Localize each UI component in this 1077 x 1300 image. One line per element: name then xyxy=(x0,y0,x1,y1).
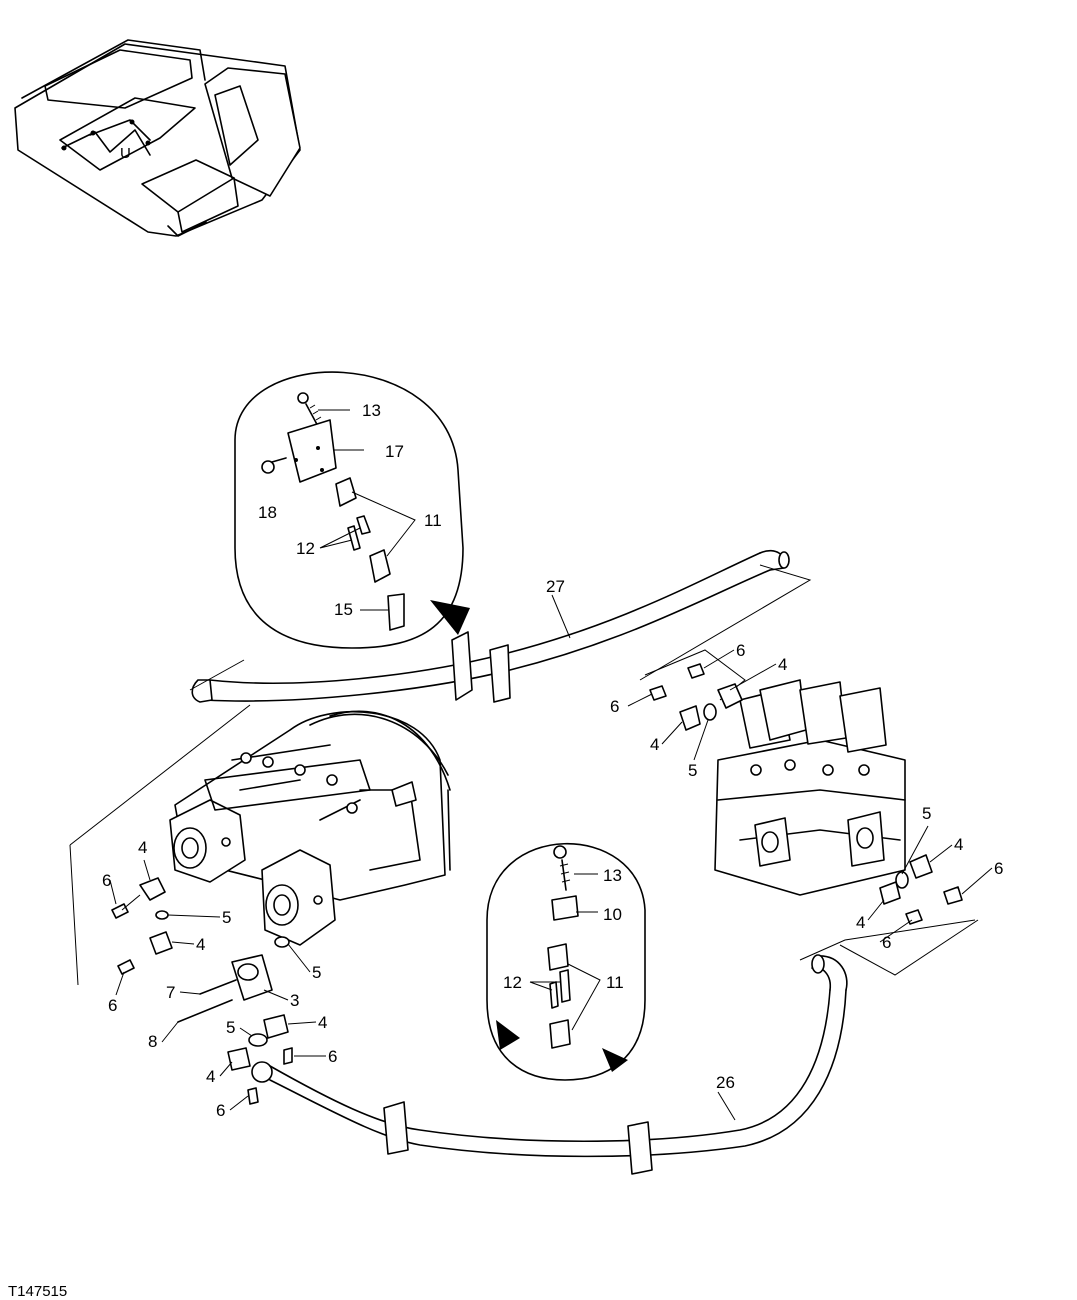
locator-marker: U xyxy=(120,145,131,162)
lower-clamp-detail xyxy=(486,842,646,1081)
callout-4: 4 xyxy=(196,935,205,954)
callout-13: 13 xyxy=(603,866,622,885)
control-valve-assembly xyxy=(644,649,979,976)
callout-5: 5 xyxy=(922,804,931,823)
callout-3: 3 xyxy=(290,991,299,1010)
callout-labels: 13 17 18 11 12 15 27 6 4 6 4 5 4 6 5 4 6… xyxy=(102,401,1003,1120)
callout-7: 7 xyxy=(166,983,175,1002)
callout-6: 6 xyxy=(108,996,117,1015)
callout-18: 18 xyxy=(258,503,277,522)
callout-27: 27 xyxy=(546,577,565,596)
callout-6: 6 xyxy=(994,859,1003,878)
callout-5: 5 xyxy=(688,761,697,780)
callout-4: 4 xyxy=(778,655,787,674)
callout-4: 4 xyxy=(856,913,865,932)
hose-26 xyxy=(269,919,976,1175)
callout-4: 4 xyxy=(954,835,963,854)
machine-locator-illustration: U xyxy=(14,39,301,237)
callout-5: 5 xyxy=(222,908,231,927)
callout-4: 4 xyxy=(318,1013,327,1032)
upper-clamp-detail xyxy=(234,371,470,649)
callout-15: 15 xyxy=(334,600,353,619)
callout-17: 17 xyxy=(385,442,404,461)
pump-fittings xyxy=(111,877,293,1105)
callout-6: 6 xyxy=(328,1047,337,1066)
callout-26: 26 xyxy=(716,1073,735,1092)
callout-6: 6 xyxy=(736,641,745,660)
hydraulic-pump-assembly xyxy=(169,710,451,946)
callout-5: 5 xyxy=(312,963,321,982)
callout-8: 8 xyxy=(148,1032,157,1051)
callout-12: 12 xyxy=(296,539,315,558)
figure-code: T147515 xyxy=(8,1283,67,1300)
callout-13: 13 xyxy=(362,401,381,420)
callout-12: 12 xyxy=(503,973,522,992)
callout-11: 11 xyxy=(606,973,624,992)
callout-6: 6 xyxy=(882,933,891,952)
callout-leaders xyxy=(109,649,993,1111)
callout-4: 4 xyxy=(206,1067,215,1086)
valve-fittings xyxy=(649,663,963,925)
callout-4: 4 xyxy=(650,735,659,754)
callout-6: 6 xyxy=(216,1101,225,1120)
callout-11: 11 xyxy=(424,511,442,530)
callout-6: 6 xyxy=(610,697,619,716)
callout-10: 10 xyxy=(603,905,622,924)
callout-6: 6 xyxy=(102,871,111,890)
hose-27 xyxy=(69,549,812,986)
callout-4: 4 xyxy=(138,838,147,857)
callout-5: 5 xyxy=(226,1018,235,1037)
